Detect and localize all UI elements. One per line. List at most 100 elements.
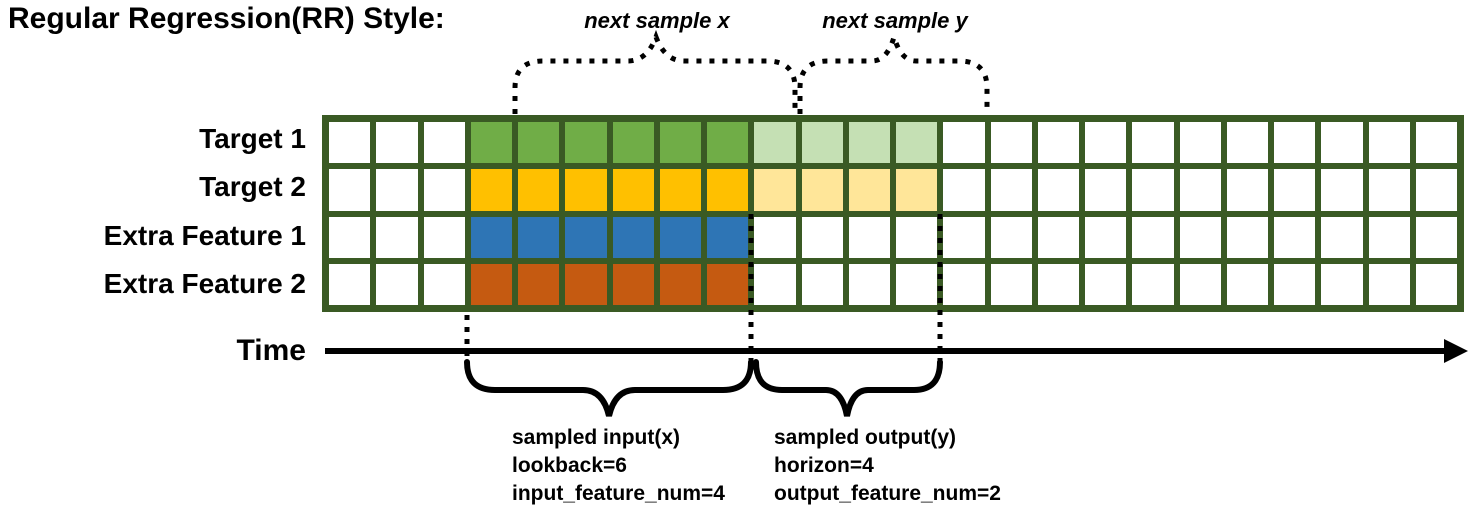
grid-cell [848,169,890,211]
time-arrow-head [1444,339,1468,363]
next-sample-y-brace [797,28,990,114]
grid-cell [1321,169,1363,211]
grid-cell [565,169,607,211]
grid-cell [754,122,796,164]
row-label: Extra Feature 1 [103,219,306,251]
sampled-input-brace [464,359,754,417]
grid-cell [659,216,701,258]
grid-cell [754,263,796,305]
grid-cell [1274,122,1316,164]
grid-cell [707,216,749,258]
next-sample-y-label: next sample y [822,8,968,33]
output-feature-num-value: output_feature_num=2 [774,482,1001,505]
grid-cell [1415,122,1457,164]
grid-cell [990,263,1032,305]
grid-cell [518,122,560,164]
grid-cell [1085,263,1127,305]
grid-cell [943,169,985,211]
grid-cell [707,122,749,164]
grid-cell [896,122,938,164]
grid-cell [1321,122,1363,164]
grid-cell [470,122,512,164]
grid-cell [801,169,843,211]
grid-cell [423,263,465,305]
grid-cell [707,263,749,305]
sampled-output-brace [753,359,943,417]
grid-cell [896,216,938,258]
grid-cell [1037,263,1079,305]
grid-cell [896,263,938,305]
grid-cell [376,263,418,305]
grid-cell [1368,169,1410,211]
grid-cell [612,216,654,258]
grid-cell [1132,216,1174,258]
grid-cell [1368,263,1410,305]
grid-cell [518,216,560,258]
grid-cell [1179,169,1221,211]
page-title: Regular Regression(RR) Style: [8,2,445,35]
grid-cell [565,263,607,305]
grid-cell [1132,169,1174,211]
grid-cell [470,216,512,258]
next-sample-x-brace [512,29,798,114]
grid-cell [423,169,465,211]
sampled-input-title: sampled input(x) [512,426,681,449]
grid-cell [1226,122,1268,164]
grid-cell [848,122,890,164]
grid-cell [659,263,701,305]
grid-cell [612,263,654,305]
grid-cell [1179,263,1221,305]
grid-cell [1085,169,1127,211]
grid-cell [1321,263,1363,305]
row-label: Target 1 [199,123,306,154]
grid-cell [1179,122,1221,164]
grid-cell [848,216,890,258]
grid-cell [1132,263,1174,305]
grid-cell [1037,122,1079,164]
grid-cell [943,263,985,305]
grid-cell [470,263,512,305]
grid-cell [376,122,418,164]
grid-cell [1226,216,1268,258]
sampled-output-title: sampled output(y) [774,426,956,449]
grid-cell [565,122,607,164]
sampled-output-caption: sampled output(y) horizon=4 output_featu… [774,424,1001,508]
grid-cell [1368,122,1410,164]
grid-cell [707,169,749,211]
row-label: Target 2 [199,171,306,203]
grid-cell [659,122,701,164]
grid-cell [990,216,1032,258]
grid-cell [1037,216,1079,258]
grid [322,115,1464,312]
grid-cell [518,169,560,211]
grid-cell [990,122,1032,164]
grid-cell [1321,216,1363,258]
grid-cell [896,169,938,211]
grid-cell [1085,122,1127,164]
grid-cell [329,169,371,211]
grid-cell [1415,263,1457,305]
grid-cell [1132,122,1174,164]
grid-cell [943,122,985,164]
grid-cell [1037,169,1079,211]
grid-cell [1274,216,1316,258]
grid-cell [801,122,843,164]
grid-cell [423,216,465,258]
grid-cell [1226,263,1268,305]
grid-cell [376,169,418,211]
grid-cell [1415,216,1457,258]
grid-cell [754,169,796,211]
grid-cell [1179,216,1221,258]
grid-cell [1368,216,1410,258]
sampled-input-caption: sampled input(x) lookback=6 input_featur… [512,424,725,508]
grid-cell [801,216,843,258]
grid-cell [329,216,371,258]
grid-cell [470,169,512,211]
grid-cell [1274,263,1316,305]
grid-cell [612,122,654,164]
input-feature-num-value: input_feature_num=4 [512,482,725,505]
grid-cell [329,263,371,305]
grid-cell [329,122,371,164]
grid-cell [943,216,985,258]
